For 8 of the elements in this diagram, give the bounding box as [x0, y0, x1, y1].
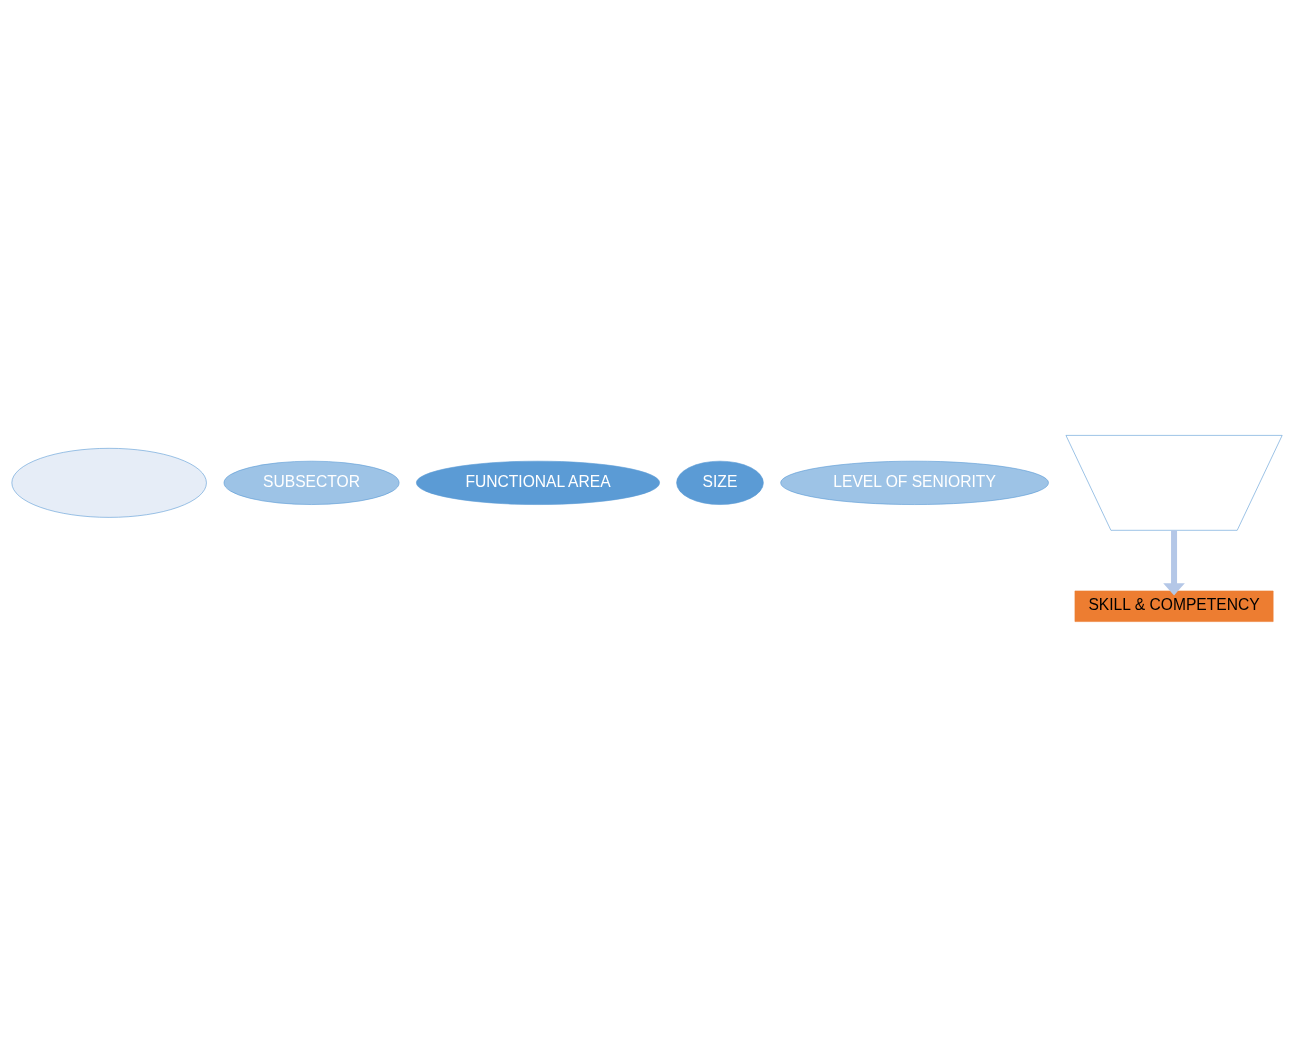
node-ellipse: SIZE — [676, 460, 764, 505]
node-ellipse: FUNCTIONAL AREA — [416, 460, 660, 505]
node-ellipse: LEVEL OF SENIORITY — [780, 460, 1049, 505]
arrow — [1163, 530, 1185, 596]
node-ellipse — [11, 448, 207, 518]
node-ellipse: SUBSECTOR — [223, 460, 400, 505]
node-box: SKILL & COMPETENCY — [1074, 590, 1274, 622]
node-funnel — [1065, 435, 1283, 531]
